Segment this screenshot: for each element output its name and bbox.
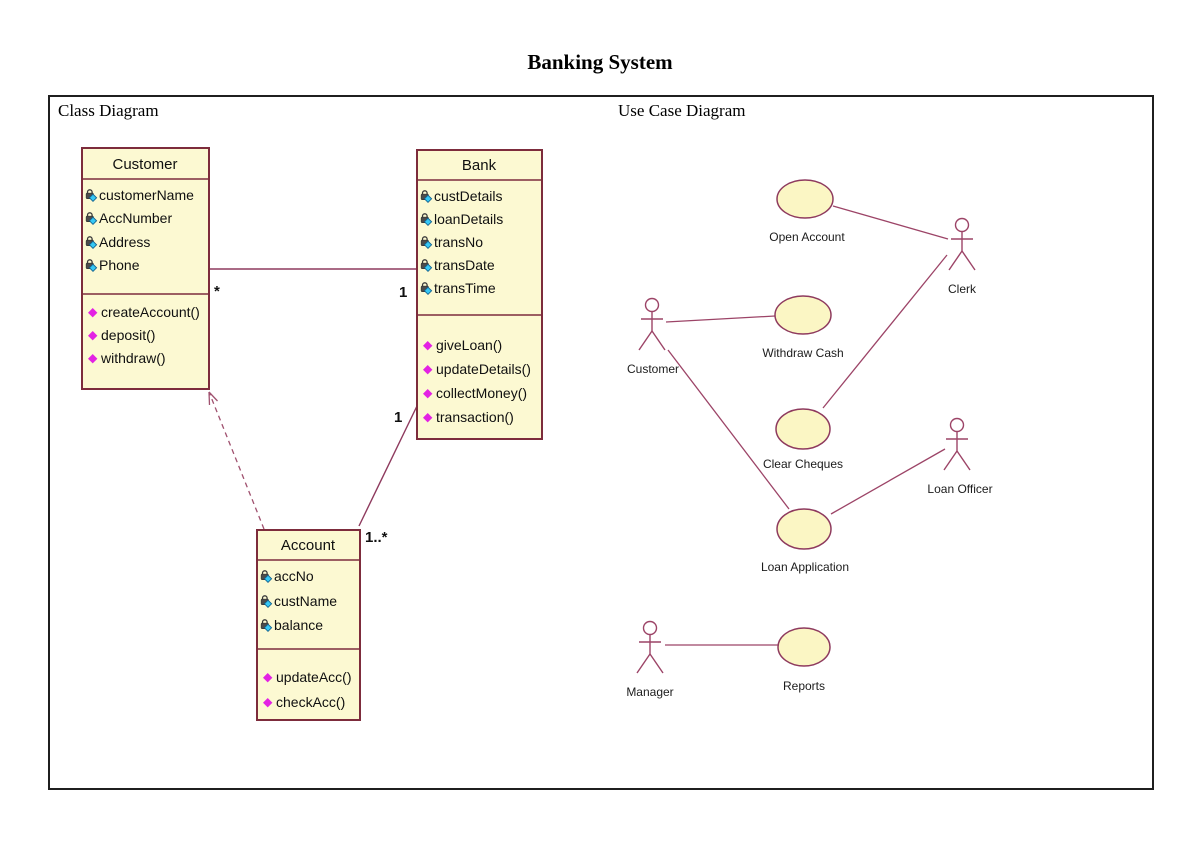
attribute-label: loanDetails	[434, 211, 503, 227]
use-case-canvas: Open Account Withdraw Cash Clear Cheques…	[626, 179, 993, 699]
actor-figure-icon	[943, 417, 971, 471]
attribute-label: custDetails	[434, 188, 502, 204]
attribute-label: AccNumber	[99, 210, 172, 226]
actor-label: Loan Officer	[927, 482, 992, 496]
attribute-label: balance	[274, 617, 323, 633]
attribute-label: customerName	[99, 187, 194, 203]
actor-figure-icon	[636, 620, 664, 674]
link-open-account-clerk	[832, 205, 949, 240]
class-box-customer: Customer customerName AccNumber Address …	[81, 147, 210, 390]
association-customer-bank: * 1	[209, 268, 417, 301]
use-case-label: Withdraw Cash	[762, 346, 843, 360]
use-case-label: Clear Cheques	[763, 457, 843, 471]
actor-label: Clerk	[948, 282, 977, 296]
use-case-diagram-header: Use Case Diagram	[618, 101, 746, 120]
method-label: updateAcc()	[276, 669, 351, 685]
actor-manager: Manager	[626, 620, 674, 699]
link-customer-withdraw-cash	[665, 315, 776, 323]
dependency-account-customer	[208, 391, 265, 530]
method-label: withdraw()	[100, 350, 166, 366]
method-label: updateDetails()	[436, 361, 531, 377]
multiplicity-bank-side-2: 1	[394, 409, 402, 426]
actor-loan-officer: Loan Officer	[927, 417, 993, 496]
use-case-clear-cheques: Clear Cheques	[763, 408, 843, 471]
class-name-bank: Bank	[462, 157, 497, 174]
use-case-open-account: Open Account	[769, 179, 845, 244]
link-clerk-clear-cheques	[822, 254, 948, 409]
attribute-label: accNo	[274, 568, 314, 584]
actor-clerk: Clerk	[948, 217, 977, 296]
method-label: checkAcc()	[276, 694, 345, 710]
use-case-loan-application: Loan Application	[761, 508, 849, 574]
attribute-label: Address	[99, 234, 150, 250]
attribute-label: custName	[274, 593, 337, 609]
method-label: deposit()	[101, 327, 155, 343]
actor-figure-icon	[638, 297, 666, 351]
attribute-label: transDate	[434, 257, 495, 273]
actor-figure-icon	[948, 217, 976, 271]
link-customer-loan-application	[667, 349, 790, 510]
multiplicity-bank-side: 1	[399, 284, 407, 301]
use-case-label: Open Account	[769, 230, 845, 244]
multiplicity-customer-side: *	[214, 283, 220, 300]
class-diagram-panel: Class Diagram * 1 1	[48, 95, 612, 790]
use-case-label: Reports	[783, 679, 825, 693]
actor-customer: Customer	[627, 297, 679, 376]
class-name-account: Account	[281, 537, 336, 554]
page-title: Banking System	[527, 50, 673, 74]
class-box-bank: Bank custDetails loanDetails transNo tra…	[416, 149, 543, 440]
method-label: giveLoan()	[436, 337, 502, 353]
use-case-diagram-panel: Use Case Diagram	[610, 95, 1154, 790]
class-diagram-header: Class Diagram	[58, 101, 159, 120]
multiplicity-account-side: 1..*	[365, 529, 388, 546]
attribute-label: transNo	[434, 234, 483, 250]
link-loan-application-loan-officer	[830, 448, 946, 515]
use-case-label: Loan Application	[761, 560, 849, 574]
association-bank-account: 1 1..*	[358, 405, 418, 546]
class-name-customer: Customer	[112, 156, 177, 173]
method-label: transaction()	[436, 409, 514, 425]
class-diagram-canvas: * 1 1 1..* Customer cu	[81, 147, 543, 721]
use-case-withdraw-cash: Withdraw Cash	[762, 295, 844, 360]
use-case-reports: Reports	[777, 627, 831, 693]
use-case-connections	[665, 205, 949, 646]
actor-label: Customer	[627, 362, 679, 376]
method-label: collectMoney()	[436, 385, 527, 401]
attribute-label: Phone	[99, 257, 140, 273]
method-label: createAccount()	[101, 304, 200, 320]
attribute-label: transTime	[434, 280, 496, 296]
class-box-account: Account accNo custName balance updateAcc…	[256, 529, 361, 721]
actor-label: Manager	[626, 685, 673, 699]
